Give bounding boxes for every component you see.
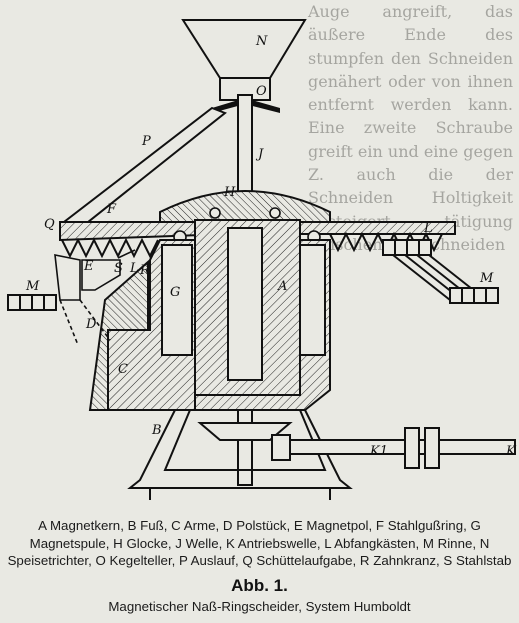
label-C: C	[118, 362, 128, 377]
label-D: D	[85, 317, 97, 332]
arm	[88, 259, 149, 411]
label-G: G	[170, 285, 180, 300]
right-catch-boxes	[382, 239, 499, 304]
figure-subtitle: Magnetischer Naß-Ringscheider, System Hu…	[108, 599, 411, 614]
label-R: R	[139, 263, 150, 278]
figure-title: Abb. 1.	[231, 576, 288, 595]
label-K: K	[505, 444, 517, 459]
magnet-core	[227, 227, 263, 381]
label-B: B	[151, 423, 162, 438]
feed-funnel	[181, 19, 307, 101]
left-pole-assembly	[54, 249, 136, 346]
label-F: F	[106, 202, 117, 217]
label-H: H	[223, 185, 236, 200]
label-M-left: M	[25, 279, 40, 294]
magnet-coil-right	[299, 244, 326, 356]
drive-shaft	[197, 422, 516, 469]
figure-legend: A Magnetkern, B Fuß, C Arme, D Polstück,…	[7, 518, 512, 569]
label-A: A	[277, 279, 287, 294]
label-S: S	[114, 261, 123, 276]
label-M-right: M	[479, 271, 494, 286]
label-O: O	[256, 84, 267, 99]
label-P: P	[141, 134, 151, 149]
label-L-right: L	[423, 221, 433, 236]
label-E: E	[83, 259, 94, 274]
label-L-left: L	[129, 261, 139, 276]
label-Q: Q	[44, 217, 55, 232]
bell	[159, 190, 331, 225]
label-N: N	[255, 34, 268, 49]
label-K1: K1	[369, 444, 388, 459]
trough-left	[7, 294, 57, 311]
magnet-coil	[161, 244, 193, 356]
separator-diagram: N O P J H F Q R E S L L M M G A D C B K1…	[7, 19, 517, 500]
label-J: J	[255, 147, 264, 162]
